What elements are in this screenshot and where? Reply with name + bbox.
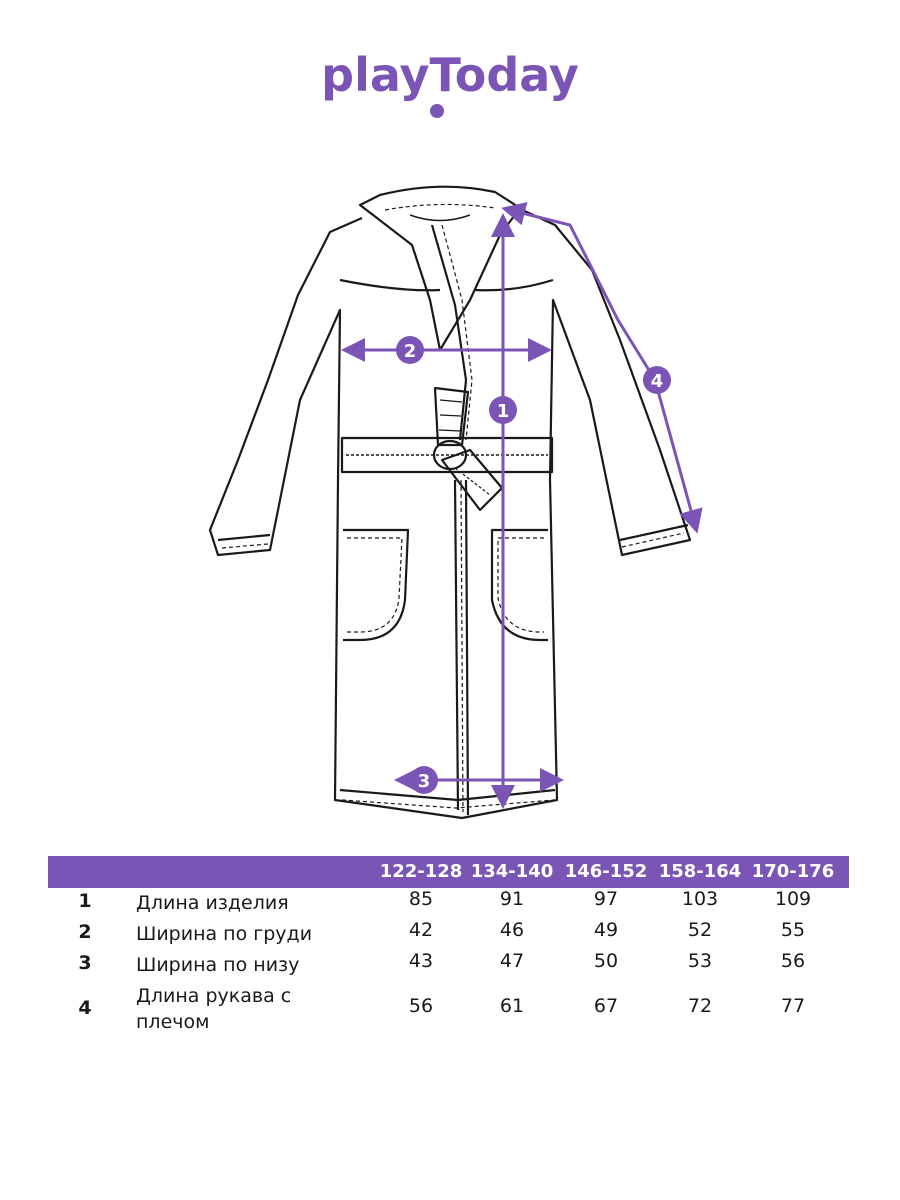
row-number: 1 (78, 890, 92, 912)
size-header-0: 122-128 (379, 861, 463, 882)
table-cell: 61 (499, 995, 525, 1017)
row-number: 2 (78, 921, 92, 943)
table-cell: 91 (499, 888, 525, 910)
table-cell: 49 (593, 919, 619, 941)
table-cell: 109 (774, 888, 812, 910)
pocket-right (490, 528, 548, 642)
table-cell: 46 (499, 919, 525, 941)
size-header-2: 146-152 (564, 861, 648, 882)
row-label: Длина рукава с плечом (136, 985, 292, 1033)
row-label: Ширина по низу (136, 954, 300, 976)
table-cell: 72 (687, 995, 713, 1017)
row-number: 3 (78, 952, 92, 974)
pocket-left (343, 528, 410, 642)
size-header-3: 158-164 (658, 861, 742, 882)
callout-circle-3 (410, 766, 438, 794)
table-cell: 97 (593, 888, 619, 910)
table-cell: 47 (499, 950, 525, 972)
size-header-4: 170-176 (751, 861, 835, 882)
row-number: 4 (78, 997, 92, 1019)
callout-label-2: 2 (404, 341, 417, 362)
table-cell: 42 (408, 919, 434, 941)
robe-diagram: 1 2 3 4 (208, 185, 703, 820)
callout-label-1: 1 (497, 401, 510, 422)
row-label: Ширина по груди (136, 923, 313, 945)
table-cell: 103 (681, 888, 719, 910)
table-cell: 56 (408, 995, 434, 1017)
table-header-bar (48, 856, 849, 888)
brand-logo: playToday (321, 48, 579, 102)
size-header-1: 134-140 (470, 861, 554, 882)
row-label: Длина изделия (136, 892, 289, 914)
table-cell: 50 (593, 950, 619, 972)
logo-dot (430, 104, 444, 118)
table-cell: 43 (408, 950, 434, 972)
robe-hood (358, 185, 522, 352)
table-cell: 55 (780, 919, 806, 941)
robe-body (208, 207, 692, 820)
table-cell: 56 (780, 950, 806, 972)
table-cell: 53 (687, 950, 713, 972)
callout-circle-4 (643, 366, 671, 394)
callout-circle-1 (489, 396, 517, 424)
measure-line-4 (501, 201, 703, 534)
callout-circle-2 (396, 336, 424, 364)
table-cell: 77 (780, 995, 806, 1017)
callout-label-3: 3 (418, 771, 431, 792)
table-cell: 52 (687, 919, 713, 941)
table-cell: 67 (593, 995, 619, 1017)
callout-label-4: 4 (651, 371, 664, 392)
table-cell: 85 (408, 888, 434, 910)
